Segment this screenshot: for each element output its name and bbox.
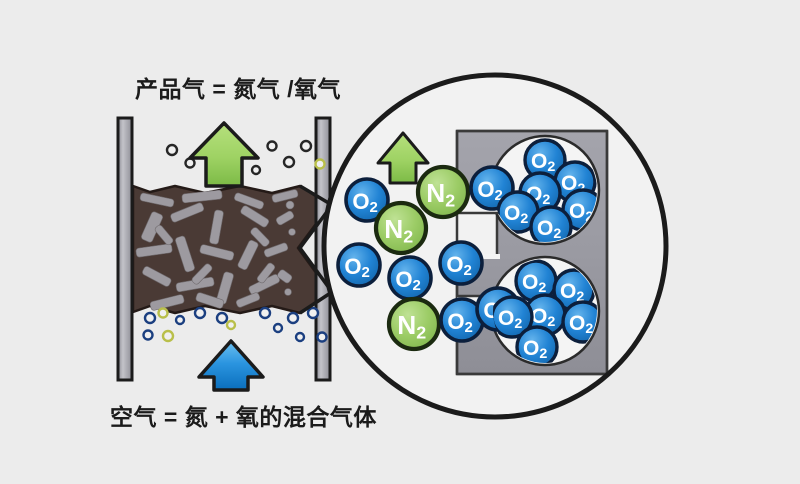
gas-bubble: [282, 155, 296, 169]
gas-bubble: [165, 143, 179, 157]
feed-bubble-group: [142, 306, 328, 343]
nitrogen-molecule: N2: [415, 164, 471, 220]
page-title-product-gas: 产品气 = 氮气 /氧气: [135, 76, 341, 102]
gas-bubble: [225, 319, 237, 331]
nitrogen-molecule: N2: [386, 296, 442, 352]
oxygen-molecule: O2: [387, 255, 433, 301]
product-gas-arrow: [188, 121, 260, 188]
oxygen-molecule: O2: [336, 242, 382, 288]
separator-vessel: [116, 116, 332, 392]
gas-bubble: [161, 329, 175, 343]
gas-bubble: [258, 306, 272, 320]
oxygen-molecule: O2: [438, 240, 484, 286]
gas-bubble: [157, 307, 169, 319]
magnifier-lens-ring: [321, 72, 669, 420]
gas-bubble: [286, 311, 300, 325]
gas-bubble: [266, 140, 278, 152]
gas-bubble: [306, 306, 320, 320]
gas-bubble: [193, 306, 207, 320]
gas-bubble: [215, 311, 229, 325]
gas-bubble: [142, 329, 154, 341]
magnifier-callout-wedge: [298, 184, 334, 315]
hollow-fiber-membrane-bed: [131, 184, 332, 315]
gas-bubble: [272, 322, 284, 334]
gas-bubble: [174, 314, 186, 326]
magnified-product-gas-arrow: [376, 131, 430, 185]
gas-bubble: [184, 157, 196, 169]
nitrogen-molecule: N2: [373, 200, 429, 256]
page-title-feed-air: 空气 = 氮 + 氧的混合气体: [110, 404, 377, 430]
feed-air-arrow: [197, 339, 265, 392]
gas-bubble: [316, 331, 328, 343]
vessel-left-wall: [116, 116, 134, 382]
gas-bubble: [299, 139, 313, 153]
gas-bubble: [314, 158, 326, 170]
gas-bubble: [250, 164, 262, 176]
gas-bubble: [143, 311, 157, 325]
fiber-fragments: [135, 189, 299, 311]
gas-bubble: [294, 331, 306, 343]
